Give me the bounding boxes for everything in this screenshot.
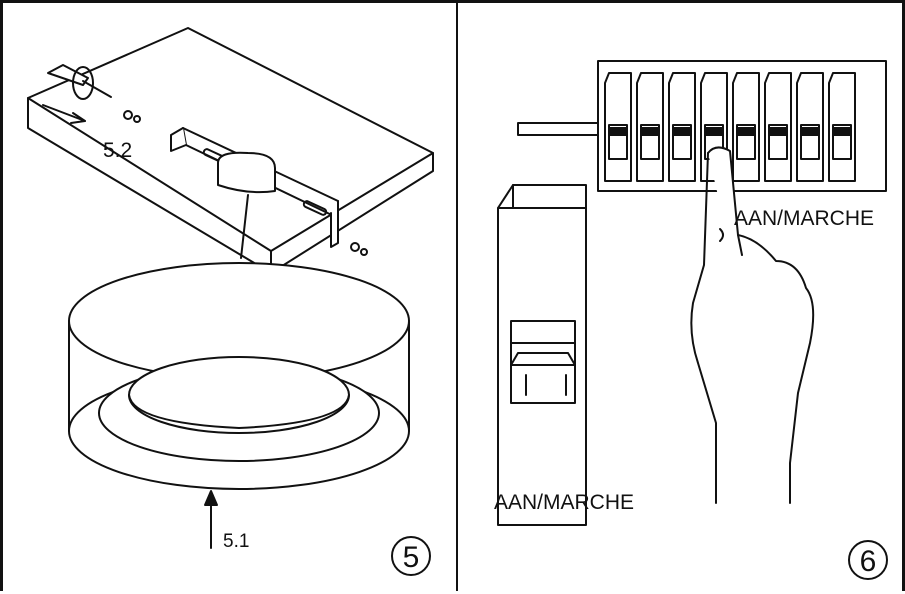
label-switch-panel: AAN/MARCHE: [734, 207, 875, 230]
breaker-toggle-top: [801, 127, 819, 136]
label-5-2: 5.2: [103, 139, 133, 162]
breaker-toggle-top: [833, 127, 851, 136]
breaker-toggle-top: [673, 127, 691, 136]
step-number-5: 5: [391, 536, 431, 576]
breaker-toggle-top: [609, 127, 627, 136]
ceiling-mount-illustration: [27, 27, 434, 549]
step-number-6: 6: [848, 540, 888, 580]
label-switch-main: AAN/MARCHE: [494, 491, 635, 514]
panel-step-6: AAN/MARCHE AAN/MARCHE 6: [458, 0, 905, 591]
breaker-toggle-top: [737, 127, 755, 136]
breaker-toggle-top: [641, 127, 659, 136]
breaker-toggle-top: [705, 127, 723, 136]
switch-on-illustration: [497, 60, 887, 526]
label-5-1: 5.1: [223, 531, 250, 552]
panel-step-5: 5.2 5.1 5: [0, 0, 458, 591]
breaker-toggle-top: [769, 127, 787, 136]
